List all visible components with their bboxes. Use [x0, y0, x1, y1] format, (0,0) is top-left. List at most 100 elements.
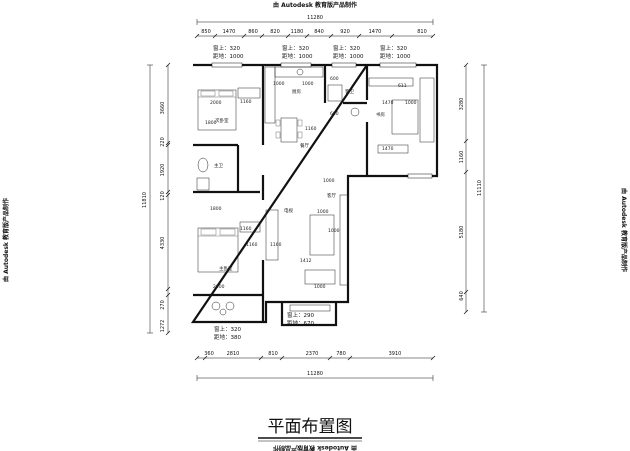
right-dimensions: 3280 1160 5180 640 11110 [459, 62, 487, 315]
right-dim-4: 640 [459, 291, 465, 301]
window-note-5-height: 距地：380 [214, 333, 241, 341]
inner-dim-16: 600 [330, 111, 339, 117]
dimension-tick [463, 169, 469, 175]
right-overall-dim: 11110 [477, 180, 483, 196]
dimension-tick [202, 355, 208, 361]
inner-dim-10: 1470 [382, 146, 394, 152]
watermark-left: 由 Autodesk 教育版产品制作 [2, 198, 10, 282]
window-note-2-height: 距地：1000 [282, 52, 313, 60]
window-notes-top: 窗上：320 距地：1000 窗上：320 距地：1000 窗上：320 距地：… [213, 44, 411, 60]
top-dim-6: 840 [314, 29, 324, 35]
inner-dim-9: 1000 [317, 209, 329, 215]
room-labels: 次卧室 厨房 餐厅 书房 主卫 客卫 主卧室 客厅 电视 [214, 88, 385, 272]
dimension-tick [165, 189, 171, 195]
window-note-2-sill: 窗上：320 [282, 44, 309, 52]
window-note-4-height: 距地：1000 [380, 52, 411, 60]
dimension-tick [194, 355, 200, 361]
dimension-tick [430, 33, 436, 39]
top-dim-3: 860 [248, 29, 258, 35]
inner-dim-14: 1000 [273, 81, 285, 87]
watermark-top: 由 Autodesk 教育版产品制作 [273, 1, 357, 9]
left-dim-7: 1272 [160, 320, 166, 333]
room-master-bedroom: 主卧室 [219, 265, 233, 272]
dimension-tick [285, 33, 291, 39]
inner-dim-6: 1800 [210, 206, 222, 212]
dimension-tick [241, 33, 247, 39]
top-dim-2: 1470 [223, 29, 236, 35]
inner-dim-8: 1000 [314, 284, 326, 290]
dimension-tick [328, 33, 334, 39]
window-openings [211, 62, 433, 179]
inner-dim-3: 1800 [205, 120, 217, 126]
inner-dim-11: 1000 [328, 228, 340, 234]
inner-dim-20: 611 [398, 83, 407, 89]
bottom-dim-6: 3910 [389, 351, 402, 357]
room-second-bedroom: 次卧室 [215, 117, 229, 124]
inner-dim-1: 2000 [210, 100, 222, 106]
window-note-3-height: 距地：1000 [333, 52, 364, 60]
window-note-3-sill: 窗上：320 [333, 44, 360, 52]
furniture [196, 66, 435, 316]
dimension-tick [259, 33, 265, 39]
inner-dim-18: 1000 [323, 178, 335, 184]
right-dim-3: 5180 [459, 226, 465, 239]
inner-dim-19: 1470 [382, 100, 394, 106]
left-overall-dim: 11810 [142, 192, 148, 208]
drawing-title: 平面布置图 [268, 417, 353, 437]
inner-dim-7: 1160 [240, 226, 252, 232]
left-dim-5: 4330 [160, 237, 166, 250]
room-living: 客厅 [327, 192, 336, 199]
left-dim-3: 1920 [160, 164, 166, 177]
bottom-dim-1: 360 [204, 351, 214, 357]
top-dim-8: 1470 [369, 29, 382, 35]
window-note-1-sill: 窗上：320 [213, 44, 240, 52]
dimension-tick [165, 142, 171, 148]
left-dim-4: 120 [160, 191, 166, 201]
interior-walls [193, 65, 369, 322]
window-note-4-sill: 窗上：320 [380, 44, 407, 52]
dimension-tick [327, 355, 333, 361]
room-study: 书房 [376, 111, 385, 118]
bottom-dim-2: 2810 [227, 351, 240, 357]
dimension-tick [463, 289, 469, 295]
dimension-tick [165, 292, 171, 298]
left-dim-2: 220 [160, 137, 166, 147]
dimension-tick [258, 355, 264, 361]
dimension-tick [165, 192, 171, 198]
left-dimensions: 11810 3660 220 1920 120 4330 270 1272 [142, 62, 171, 336]
left-dim-6: 270 [160, 300, 166, 310]
watermark-right: 由 Autodesk 教育版产品制作 [620, 188, 628, 272]
dimension-tick [165, 140, 171, 146]
dimension-tick [279, 355, 285, 361]
watermark-bottom: 由 Autodesk 教育版产品制作 [273, 444, 357, 451]
top-overall-dim: 11280 [307, 15, 323, 21]
window-notes-bottom: 窗上：320 距地：380 窗上：290 距地：670 [214, 311, 314, 341]
window-note-6-sill: 窗上：290 [287, 311, 314, 319]
bottom-dimensions: 360 2810 810 2370 780 3910 11280 [194, 351, 436, 381]
inner-dim-17: 600 [330, 76, 339, 82]
inner-dim-13: 1000 [302, 81, 314, 87]
bottom-dim-3: 810 [268, 351, 278, 357]
inner-dim-5: 2000 [213, 284, 225, 290]
dimension-tick [165, 330, 171, 336]
room-kitchen: 厨房 [292, 88, 301, 95]
right-dim-2: 1160 [459, 151, 465, 164]
inner-dim-2: 1160 [240, 99, 252, 105]
dimension-tick [165, 62, 171, 68]
dimension-tick [165, 286, 171, 292]
bottom-dim-4: 2370 [306, 351, 319, 357]
bottom-dim-5: 780 [336, 351, 346, 357]
left-dim-1: 3660 [160, 102, 166, 115]
window-note-5-sill: 窗上：320 [214, 325, 241, 333]
dimension-tick [463, 138, 469, 144]
room-bath-main: 主卫 [214, 162, 223, 169]
dimension-tick [194, 33, 200, 39]
dimension-tick [304, 33, 310, 39]
inner-dim-12: 1160 [270, 242, 282, 248]
top-dim-9: 810 [417, 29, 427, 35]
dimension-tick [347, 355, 353, 361]
top-dim-7: 920 [340, 29, 350, 35]
inner-dim-4: 1160 [246, 242, 258, 248]
window-note-1-height: 距地：1000 [213, 52, 244, 60]
